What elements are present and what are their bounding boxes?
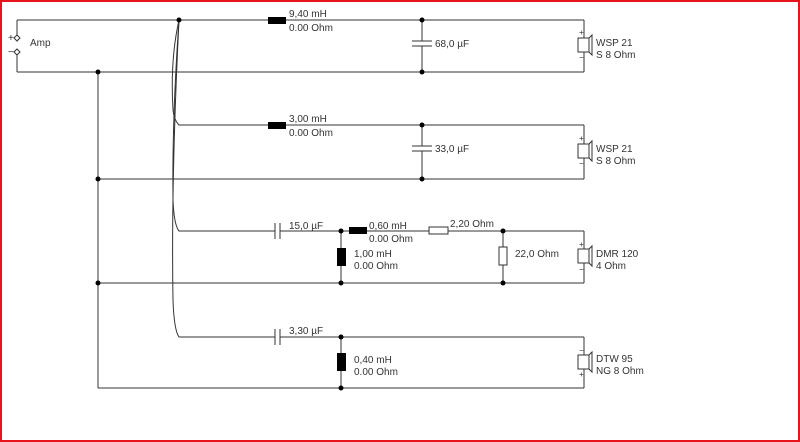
inductor-resistance: 0.00 Ohm: [289, 23, 333, 34]
inductor-resistance: 0.00 Ohm: [354, 367, 398, 378]
capacitor-33uf[interactable]: 33,0 µF: [410, 144, 469, 155]
speaker-icon: [577, 37, 590, 53]
capacitor-value: 33,0 µF: [435, 144, 469, 155]
capacitor-3-30uf[interactable]: 3,30 µF: [274, 326, 323, 346]
speaker-impedance: NG 8 Ohm: [596, 366, 644, 377]
capacitor-68uf[interactable]: 68,0 µF: [410, 39, 469, 50]
capacitor-value: 68,0 µF: [435, 39, 469, 50]
inductor-1-00mh[interactable]: 1,00 mH 0.00 Ohm: [337, 248, 398, 272]
inductor-value: 3,00 mH: [289, 114, 327, 125]
amp-label: Amp: [30, 38, 51, 49]
speaker-minus: −: [579, 265, 584, 274]
speaker-dtw95[interactable]: − + DTW 95 NG 8 Ohm: [577, 346, 644, 379]
branch-bass-1: 9,40 mH 0.00 Ohm 68,0 µF + − WSP 21 S 8 …: [268, 9, 635, 62]
speaker-impedance: S 8 Ohm: [596, 50, 635, 61]
inductor-value: 0,60 mH: [369, 221, 407, 232]
speaker-wsp21-a[interactable]: + − WSP 21 S 8 Ohm: [577, 28, 635, 62]
speaker-icon: [577, 354, 590, 370]
junctions: [95, 17, 506, 391]
inductor-value: 1,00 mH: [354, 249, 392, 260]
amp-plus-sign: +: [8, 33, 14, 44]
speaker-minus: −: [579, 159, 584, 168]
inductor-0-60mh[interactable]: 0,60 mH 0.00 Ohm: [349, 221, 413, 245]
inductor-resistance: 0.00 Ohm: [369, 234, 413, 245]
speaker-impedance: S 8 Ohm: [596, 156, 635, 167]
amplifier[interactable]: + − Amp: [8, 20, 51, 72]
speaker-plus: +: [579, 240, 584, 249]
speaker-model: DMR 120: [596, 249, 639, 260]
resistor-value: 2,20 Ohm: [450, 219, 494, 230]
capacitor-value: 15,0 µF: [289, 221, 323, 232]
inductor-0-40mh[interactable]: 0,40 mH 0.00 Ohm: [337, 353, 398, 378]
branch-mid: 15,0 µF 0,60 mH 0.00 Ohm 1,00 mH 0.00 Oh…: [274, 219, 639, 274]
amp-plus-terminal[interactable]: [13, 34, 21, 42]
resistor-22-0ohm[interactable]: 22,0 Ohm: [498, 246, 559, 266]
speaker-icon: [577, 248, 590, 264]
branch-tweeter: 3,30 µF 0,40 mH 0.00 Ohm − + DTW 95 NG 8…: [274, 326, 644, 379]
speaker-minus: −: [579, 53, 584, 62]
inductor-9-40mh[interactable]: 9,40 mH 0.00 Ohm: [268, 9, 333, 34]
resistor-2-20ohm[interactable]: 2,20 Ohm: [428, 219, 494, 235]
speaker-plus: +: [579, 370, 584, 379]
speaker-plus: +: [579, 28, 584, 37]
resistor-value: 22,0 Ohm: [515, 249, 559, 260]
speaker-model: WSP 21: [596, 144, 633, 155]
speaker-minus: −: [579, 346, 584, 355]
speaker-impedance: 4 Ohm: [596, 261, 626, 272]
speaker-model: DTW 95: [596, 354, 633, 365]
inductor-value: 9,40 mH: [289, 9, 327, 20]
speaker-icon: [577, 143, 590, 159]
inductor-resistance: 0.00 Ohm: [354, 261, 398, 272]
branch-bass-2: 3,00 mH 0.00 Ohm 33,0 µF + − WSP 21 S 8 …: [268, 114, 635, 168]
speaker-wsp21-b[interactable]: + − WSP 21 S 8 Ohm: [577, 134, 635, 168]
inductor-value: 0,40 mH: [354, 355, 392, 366]
capacitor-15uf[interactable]: 15,0 µF: [274, 221, 323, 240]
speaker-dmr120[interactable]: + − DMR 120 4 Ohm: [577, 240, 639, 274]
amp-minus-terminal[interactable]: [13, 48, 21, 56]
capacitor-value: 3,30 µF: [289, 326, 323, 337]
inductor-resistance: 0.00 Ohm: [289, 128, 333, 139]
inductor-3-00mh[interactable]: 3,00 mH 0.00 Ohm: [268, 114, 333, 139]
speaker-model: WSP 21: [596, 38, 633, 49]
speaker-plus: +: [579, 134, 584, 143]
amp-minus-sign: −: [8, 47, 14, 58]
